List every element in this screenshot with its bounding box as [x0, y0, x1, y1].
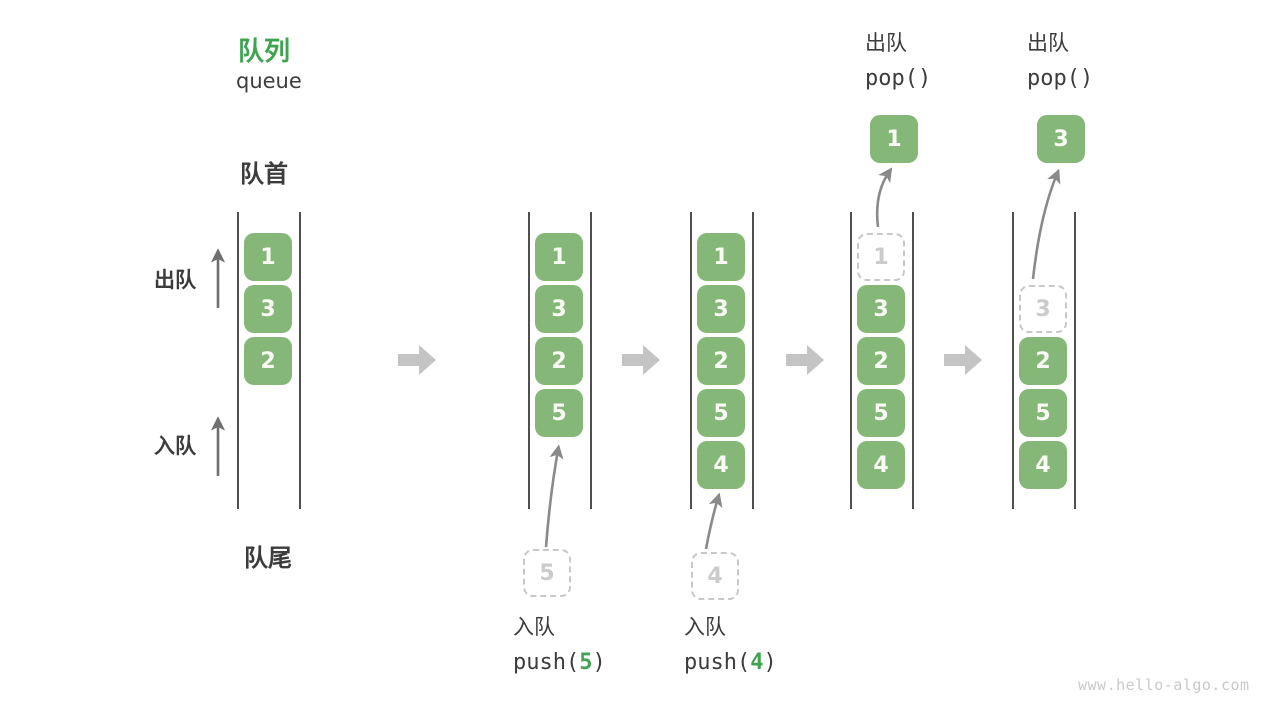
- popped-element: 3: [1037, 115, 1085, 163]
- pop-1-arrow-icon: [875, 167, 893, 228]
- queue-wall-right: [299, 212, 301, 509]
- queue-cell: 1: [697, 233, 745, 281]
- queue-wall-right: [590, 212, 592, 509]
- queue-wall-left: [1012, 212, 1014, 509]
- queue-cell: 5: [1019, 389, 1067, 437]
- incoming-element-ghost: 4: [691, 552, 739, 600]
- push-5-arrow-icon: [544, 444, 564, 548]
- queue-cell: 2: [857, 337, 905, 385]
- operation-code: push(5): [513, 650, 606, 676]
- queue-cell: 3: [857, 285, 905, 333]
- queue-wall-left: [850, 212, 852, 509]
- operation-code-fn_close: ): [592, 650, 606, 675]
- operation-action: 入队: [513, 615, 555, 639]
- operation-code-fn_close: ): [763, 650, 777, 675]
- queue-cell: 2: [535, 337, 583, 385]
- queue-cell: 2: [697, 337, 745, 385]
- operation-code: push(4): [684, 650, 777, 676]
- pop-3-arrow-icon: [1031, 168, 1061, 280]
- queue-cell: 5: [857, 389, 905, 437]
- operation-code-fn_close: ): [917, 66, 932, 91]
- queue-cell: 4: [1019, 441, 1067, 489]
- operation-code-fn_open: push(: [513, 650, 580, 675]
- operation-label: 出队 pop(): [1027, 30, 1093, 92]
- queue-cell: 3: [535, 285, 583, 333]
- queue-cell: 5: [535, 389, 583, 437]
- operation-code-fn_close: ): [1079, 66, 1094, 91]
- push-4-arrow-icon: [704, 492, 723, 550]
- label-queue-front: 队首: [240, 160, 288, 188]
- label-enqueue-direction: 入队: [154, 434, 196, 458]
- queue-wall-right: [752, 212, 754, 509]
- operation-code-fn_open: pop(: [865, 66, 918, 91]
- queue-cell: 3: [244, 285, 292, 333]
- queue-cell: 1: [535, 233, 583, 281]
- operation-code-fn_open: pop(: [1027, 66, 1080, 91]
- label-dequeue-direction: 出队: [154, 268, 196, 292]
- operation-label: 入队 push(4): [684, 614, 777, 676]
- queue-cell: 1: [244, 233, 292, 281]
- operation-code-arg: 4: [750, 650, 764, 675]
- queue-wall-left: [690, 212, 692, 509]
- queue-cell-ghost: 3: [1019, 285, 1067, 333]
- diagram-subtitle: queue: [236, 69, 302, 93]
- queue-wall-left: [528, 212, 530, 509]
- queue-wall-right: [1074, 212, 1076, 509]
- queue-cell: 5: [697, 389, 745, 437]
- operation-action: 入队: [684, 615, 726, 639]
- step-arrow-icon: [622, 345, 660, 375]
- queue-wall-right: [912, 212, 914, 509]
- operation-action: 出队: [1027, 31, 1069, 55]
- queue-cell: 3: [697, 285, 745, 333]
- step-arrow-icon: [786, 345, 824, 375]
- operation-action: 出队: [865, 31, 907, 55]
- queue-cell: 2: [1019, 337, 1067, 385]
- step-arrow-icon: [944, 345, 982, 375]
- operation-code-fn_open: push(: [684, 650, 751, 675]
- step-arrow-icon: [398, 345, 436, 375]
- watermark: www.hello-algo.com: [1078, 676, 1250, 694]
- operation-code-arg: 5: [579, 650, 593, 675]
- queue-cell-ghost: 1: [857, 233, 905, 281]
- diagram-title: 队列: [238, 37, 291, 67]
- queue-cell: 4: [697, 441, 745, 489]
- label-queue-rear: 队尾: [244, 544, 292, 572]
- operation-code: pop(): [865, 66, 931, 92]
- operation-label: 入队 push(5): [513, 614, 606, 676]
- operation-code: pop(): [1027, 66, 1093, 92]
- popped-element: 1: [870, 115, 918, 163]
- queue-cell: 2: [244, 337, 292, 385]
- incoming-element-ghost: 5: [523, 549, 571, 597]
- queue-cell: 4: [857, 441, 905, 489]
- operation-label: 出队 pop(): [865, 30, 931, 92]
- queue-wall-left: [237, 212, 239, 509]
